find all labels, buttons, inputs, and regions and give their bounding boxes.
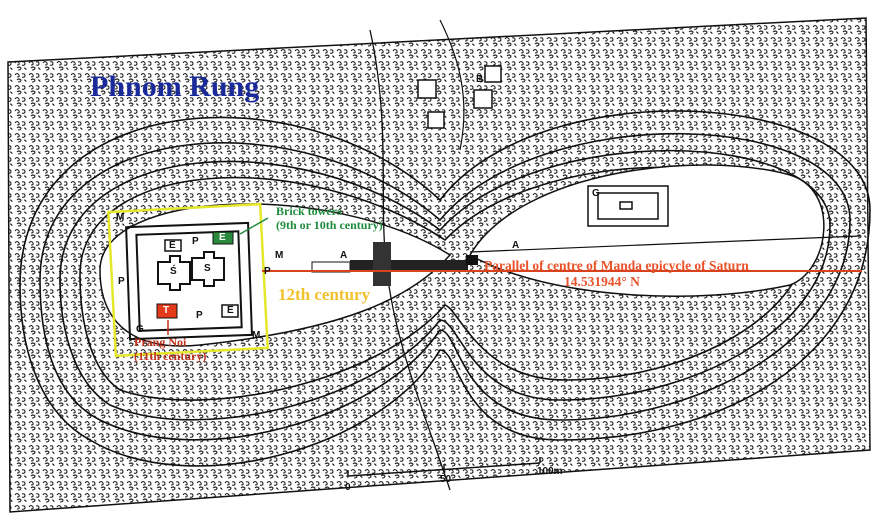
- library: [164, 239, 182, 252]
- letter-e: E: [219, 232, 226, 243]
- letter-s: S: [204, 263, 211, 274]
- brick-tower-arrow: [239, 217, 269, 235]
- prang-noi-date: (11th century): [134, 349, 207, 363]
- letter-p: P: [192, 236, 199, 247]
- scale-bar: [347, 457, 541, 477]
- letter-p: P: [264, 266, 271, 277]
- brick-towers-date: (9th or 10th century): [276, 218, 383, 232]
- scale-fifty: 50: [440, 474, 452, 485]
- letter-e: E: [227, 305, 234, 316]
- letter-m: M: [116, 212, 125, 223]
- parallel-label: Parallel of centre of Manda epicycle of …: [484, 258, 749, 273]
- letter-b: B: [476, 74, 484, 85]
- letter-t: T: [163, 305, 170, 316]
- east-plateau: [468, 164, 825, 297]
- contour-lines: [19, 110, 871, 467]
- letter-m: M: [275, 250, 284, 261]
- letter-p: P: [118, 276, 125, 287]
- scale-hundred: 100m: [537, 466, 563, 477]
- letter-g: G: [592, 188, 600, 199]
- letter-e: E: [169, 240, 176, 251]
- prang-noi-text: Prang Noi: [134, 335, 187, 349]
- prang-noi: [156, 303, 178, 319]
- letter-g: G: [136, 324, 144, 335]
- north-buildings: [417, 65, 502, 129]
- letter-s-acute: Ś: [170, 266, 177, 277]
- brick-towers-text: Brick towers: [276, 204, 342, 218]
- main-temple-date: 12th century: [278, 285, 371, 304]
- east-axis-line: [469, 235, 861, 253]
- scale-zero: 0: [345, 482, 351, 493]
- prang-noi-label: Prang Noi (11th century): [134, 335, 206, 363]
- east-enclosure: [587, 185, 669, 227]
- track: [439, 19, 465, 151]
- brick-tower: [212, 231, 234, 245]
- brick-towers-label: Brick towers (9th or 10th century): [276, 204, 383, 232]
- latitude-label: 14.531944° N: [564, 274, 640, 289]
- sanctuaries: [157, 251, 225, 291]
- cruciform-terrace: [373, 242, 391, 286]
- map-title: Phnom Rung: [90, 70, 260, 103]
- main-enclosure: [125, 221, 253, 341]
- library: [221, 304, 239, 318]
- letter-p: P: [196, 310, 203, 321]
- letter-a: A: [512, 240, 520, 251]
- main-temple-highlight: [107, 202, 269, 358]
- letter-a: A: [340, 250, 348, 261]
- stairs: [466, 255, 478, 265]
- letter-m: M: [252, 330, 261, 341]
